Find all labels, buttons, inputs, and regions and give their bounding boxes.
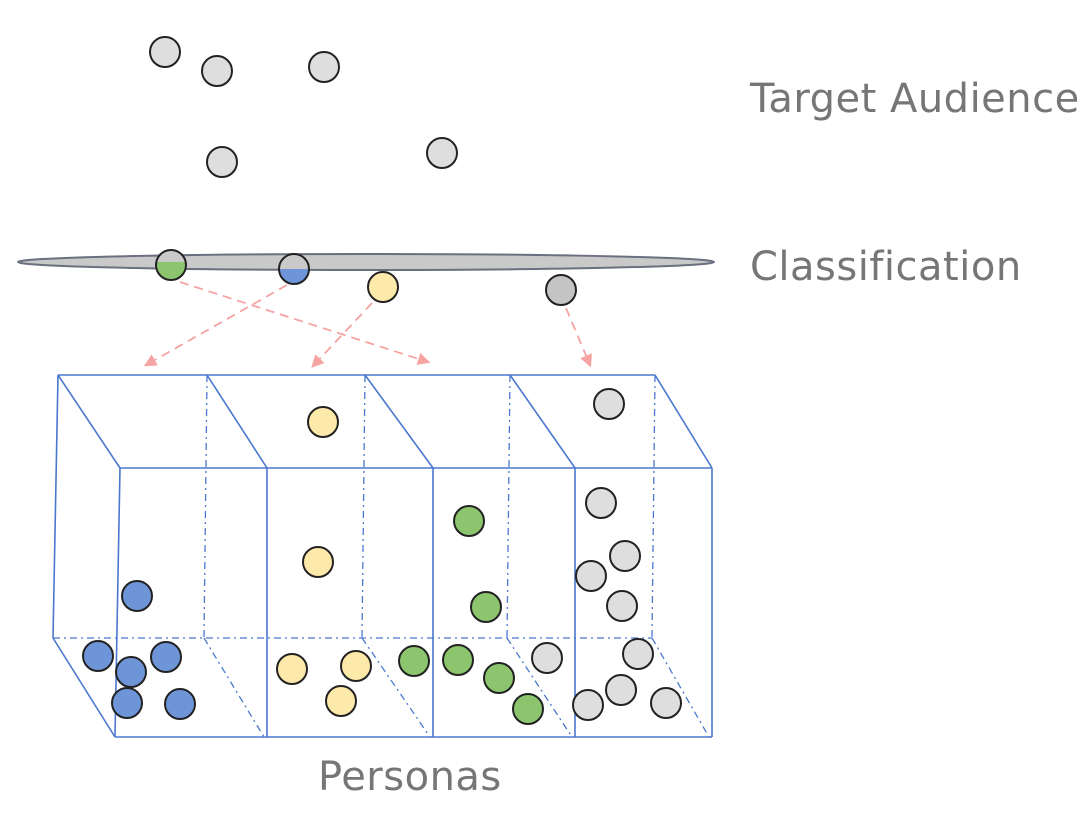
arrow [179, 281, 431, 365]
audience-dot [201, 55, 233, 87]
classification-label: Classification [750, 244, 1022, 290]
persona-green-dot [453, 505, 485, 537]
top-diagonal-edge [654, 374, 713, 469]
persona-yellow-dot [325, 685, 357, 717]
bottom-left-edge [52, 637, 116, 738]
target-audience-label: Target Audience [750, 76, 1080, 122]
persona-yellow-dot [307, 406, 339, 438]
persona-blue-dot [121, 580, 153, 612]
persona-yellow-dot [276, 653, 308, 685]
persona-blue-dot [82, 640, 114, 672]
back-vertical-edge [506, 374, 511, 639]
personas-label: Personas [318, 754, 502, 800]
gray-classified-dot [545, 274, 577, 306]
classification-disc [17, 253, 715, 271]
persona-blue-dot [150, 641, 182, 673]
audience-dot [149, 36, 181, 68]
green-dot-fill [156, 262, 186, 280]
persona-gray-dot [609, 540, 641, 572]
persona-gray-dot [585, 487, 617, 519]
persona-blue-dot [115, 656, 147, 688]
back-left-edge [52, 374, 59, 639]
audience-dot [308, 51, 340, 83]
persona-yellow-dot [340, 650, 372, 682]
persona-blue-dot [111, 687, 143, 719]
bottom-diagonal-edge [651, 637, 710, 738]
back-vertical-edge [203, 374, 208, 639]
classification-arrows [143, 281, 592, 368]
arrow [143, 284, 288, 367]
bottom-diagonal-edge [506, 637, 573, 738]
arrow [565, 307, 592, 368]
top-diagonal-edge [206, 374, 268, 469]
audience-dot [206, 146, 238, 178]
persona-gray-dot [575, 560, 607, 592]
classification-plane [17, 253, 715, 271]
persona-yellow-dot [302, 546, 334, 578]
top-diagonal-edge [509, 374, 576, 469]
persona-gray-dot [531, 642, 563, 674]
persona-blue-dot [164, 688, 196, 720]
persona-boxes [52, 374, 713, 738]
blue-dot-fill [279, 269, 309, 284]
persona-gray-dot [650, 687, 682, 719]
persona-gray-dot [622, 638, 654, 670]
blue-dot-outline [278, 253, 310, 285]
yellow-classified-dot [367, 271, 399, 303]
persona-gray-dot [572, 689, 604, 721]
persona-green-dot [470, 591, 502, 623]
people-dots [82, 36, 682, 725]
top-diagonal-edge [57, 374, 121, 469]
audience-dot [426, 137, 458, 169]
persona-gray-dot [593, 388, 625, 420]
persona-green-dot [398, 645, 430, 677]
persona-green-dot [442, 644, 474, 676]
persona-green-dot [483, 662, 515, 694]
back-vertical-edge [361, 374, 366, 639]
persona-gray-dot [606, 590, 638, 622]
green-dot-outline [155, 249, 187, 281]
bottom-diagonal-edge [361, 637, 431, 738]
persona-green-dot [512, 693, 544, 725]
persona-gray-dot [605, 674, 637, 706]
back-vertical-edge [651, 374, 656, 639]
bottom-diagonal-edge [203, 637, 265, 738]
top-diagonal-edge [364, 374, 434, 469]
